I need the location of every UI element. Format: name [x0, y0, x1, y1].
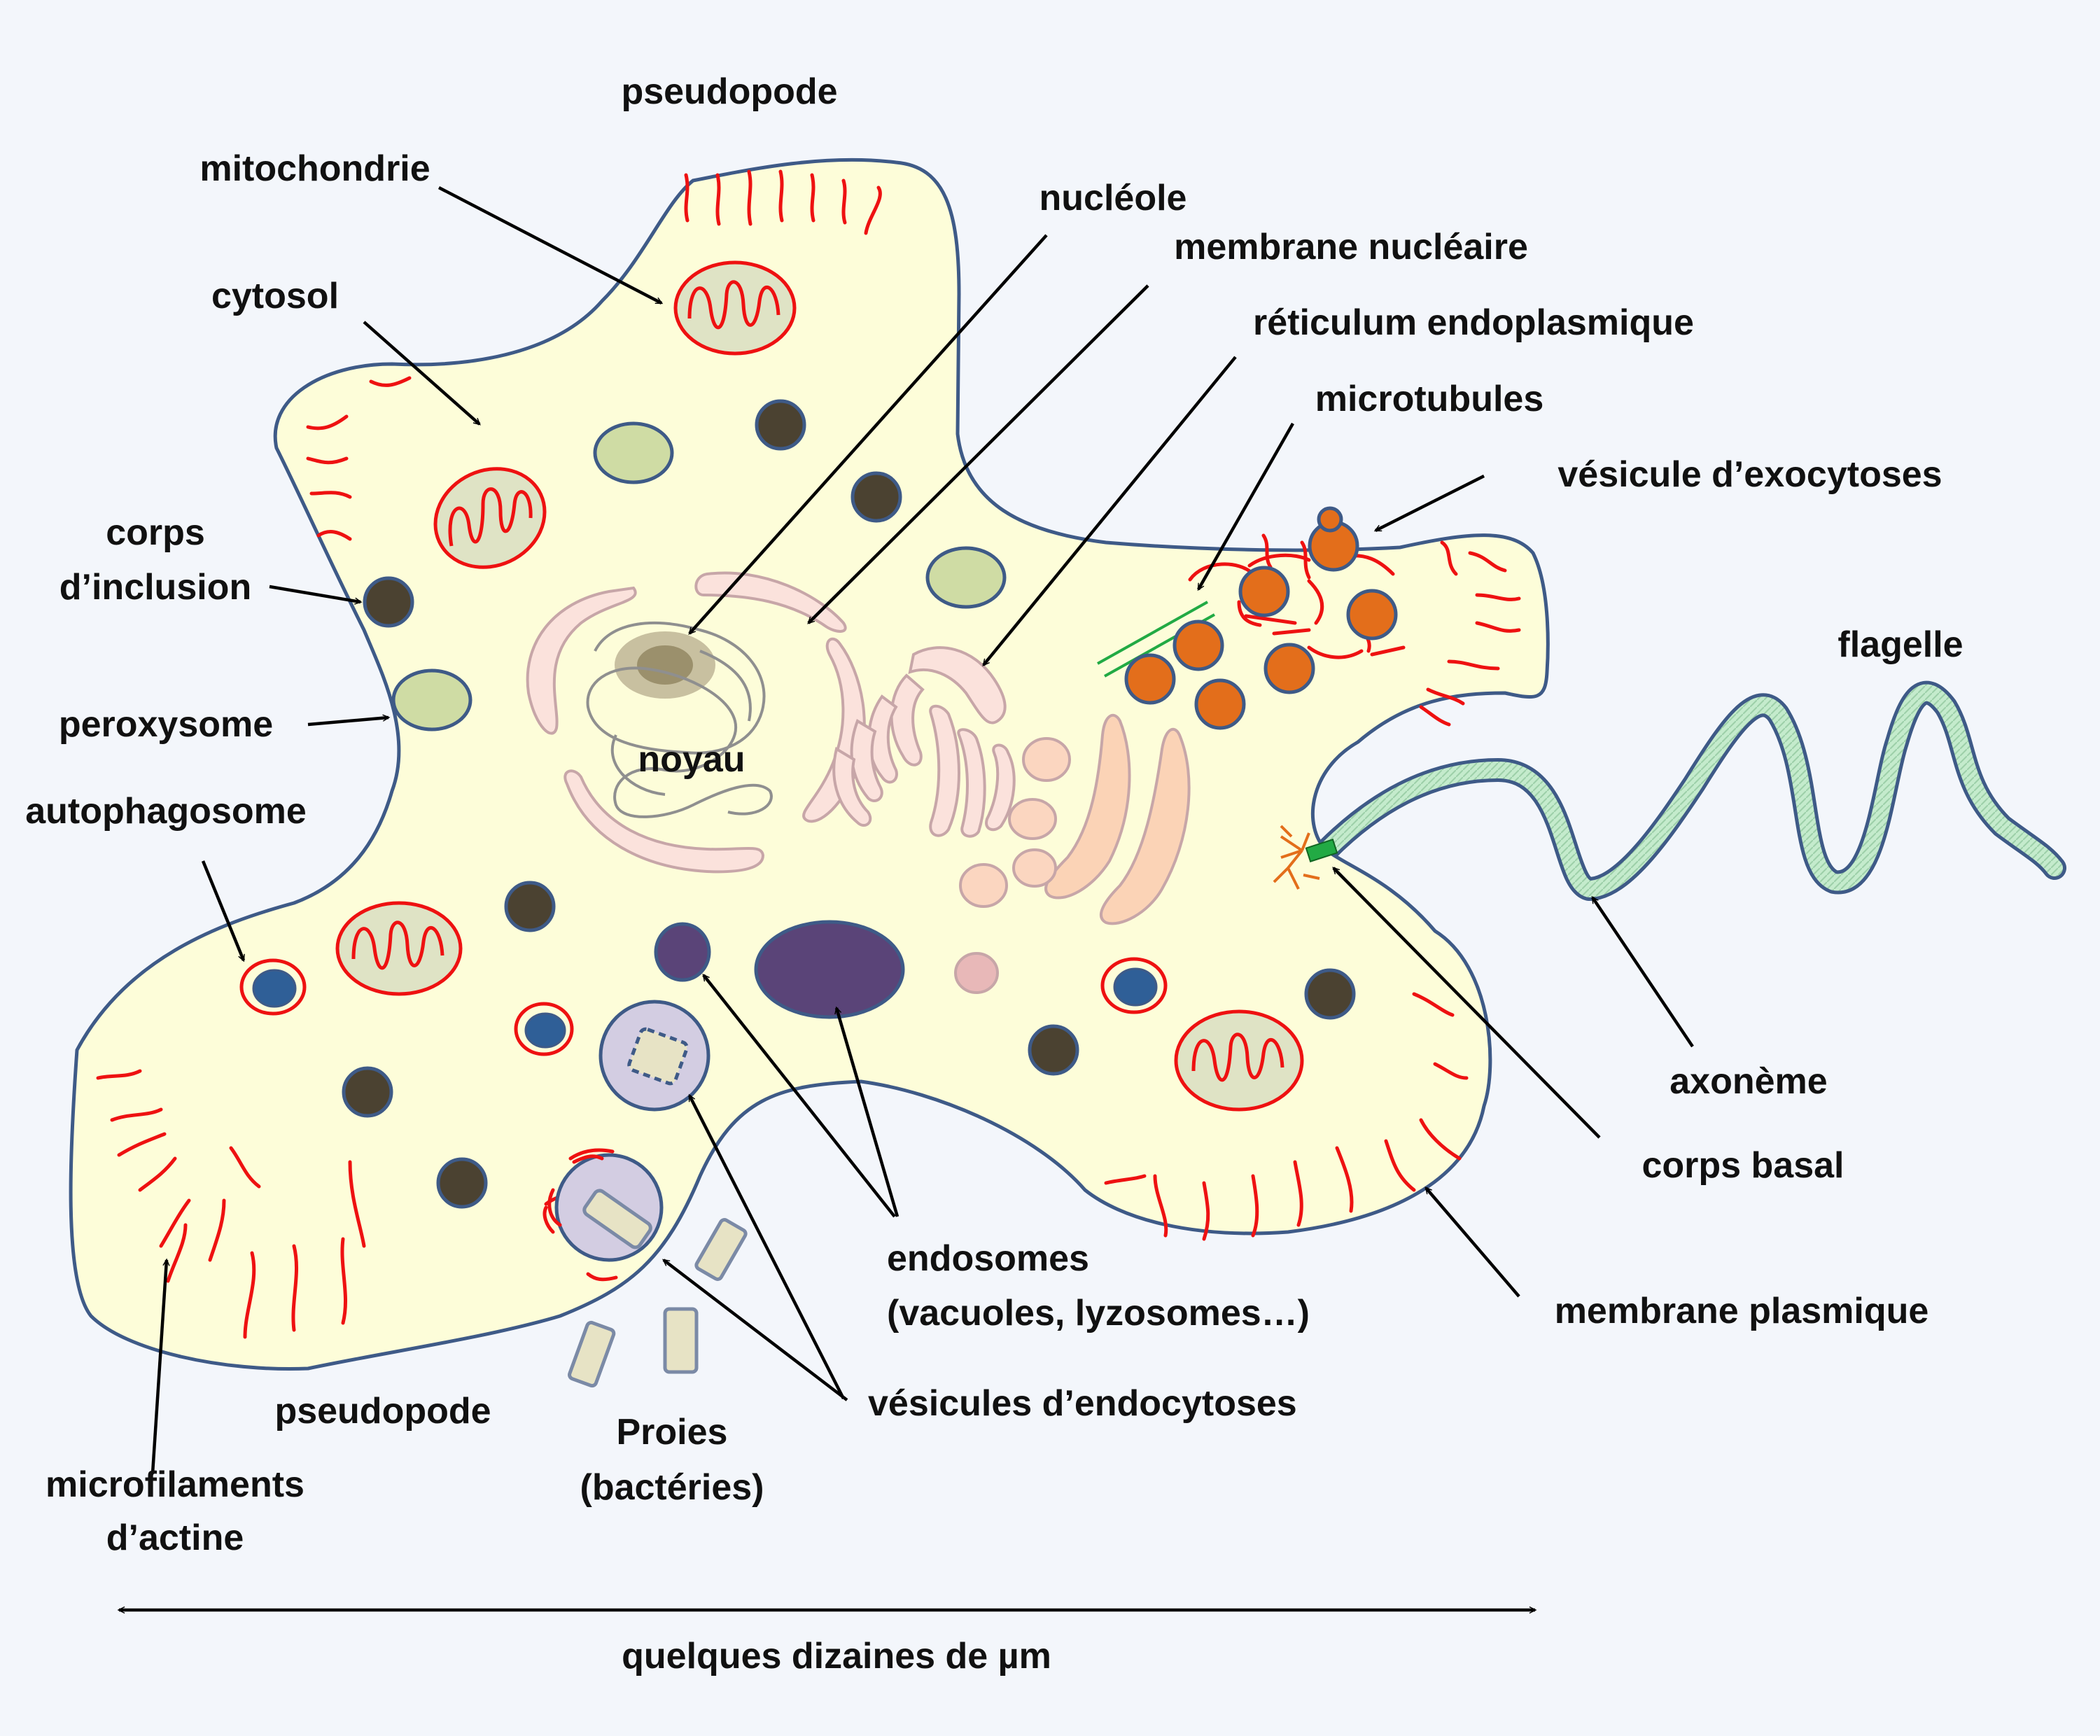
prey-bacteria — [568, 1218, 748, 1388]
labels: pseudopode mitochondrie cytosol corps d’… — [25, 71, 1963, 1676]
label-microtubules: microtubules — [1315, 379, 1544, 419]
label-noyau: noyau — [638, 739, 745, 780]
mitochondrion — [433, 467, 547, 569]
label-corps-basal: corps basal — [1642, 1145, 1844, 1186]
endoplasmic-reticulum — [832, 646, 1016, 838]
label-nucleole: nucléole — [1040, 178, 1187, 218]
label-cytosol: cytosol — [211, 276, 339, 316]
basal-body — [1273, 825, 1338, 890]
label-pseudopode-bottom: pseudopode — [274, 1391, 491, 1432]
label-vacuoles-lyzosomes: (vacuoles, lyzosomes…) — [887, 1293, 1310, 1334]
mitochondrion — [335, 901, 463, 996]
label-endosomes: endosomes — [887, 1238, 1089, 1279]
label-membrane-plasmique: membrane plasmique — [1555, 1291, 1929, 1331]
autophagosomes — [239, 957, 1168, 1056]
label-axoneme: axonème — [1670, 1061, 1827, 1102]
label-scale: quelques dizaines de µm — [622, 1636, 1051, 1676]
label-membrane-nucleaire: membrane nucléaire — [1174, 227, 1528, 267]
label-d-actine: d’actine — [106, 1518, 244, 1558]
label-reticulum: réticulum endoplasmique — [1253, 302, 1694, 343]
mitochondrion — [1174, 1009, 1304, 1112]
label-proies: Proies — [617, 1412, 728, 1452]
label-flagelle: flagelle — [1837, 624, 1963, 665]
endosomes — [654, 920, 905, 1019]
exocytosis-vesicles — [1124, 506, 1406, 730]
label-d-inclusion: d’inclusion — [59, 567, 251, 608]
label-arrows — [117, 186, 1694, 1614]
label-autophagosome: autophagosome — [25, 791, 307, 832]
label-peroxysome: peroxysome — [59, 704, 273, 745]
label-vesicules-endocytoses: vésicules d’endocytoses — [868, 1383, 1297, 1424]
inclusion-bodies — [342, 399, 1356, 1209]
mitochondrion — [673, 260, 797, 356]
label-bacteries: (bactéries) — [580, 1467, 764, 1508]
label-pseudopode-top: pseudopode — [621, 71, 837, 112]
golgi-apparatus — [954, 713, 1191, 994]
endocytosis-vesicles — [547, 1000, 710, 1282]
peroxysomes — [391, 421, 1007, 732]
label-vesicule-exocytoses: vésicule d’exocytoses — [1558, 454, 1942, 495]
label-microfilaments: microfilaments — [46, 1464, 304, 1505]
flagellum — [1315, 680, 2066, 901]
label-corps: corps — [106, 512, 205, 553]
label-mitochondrie: mitochondrie — [200, 148, 430, 189]
